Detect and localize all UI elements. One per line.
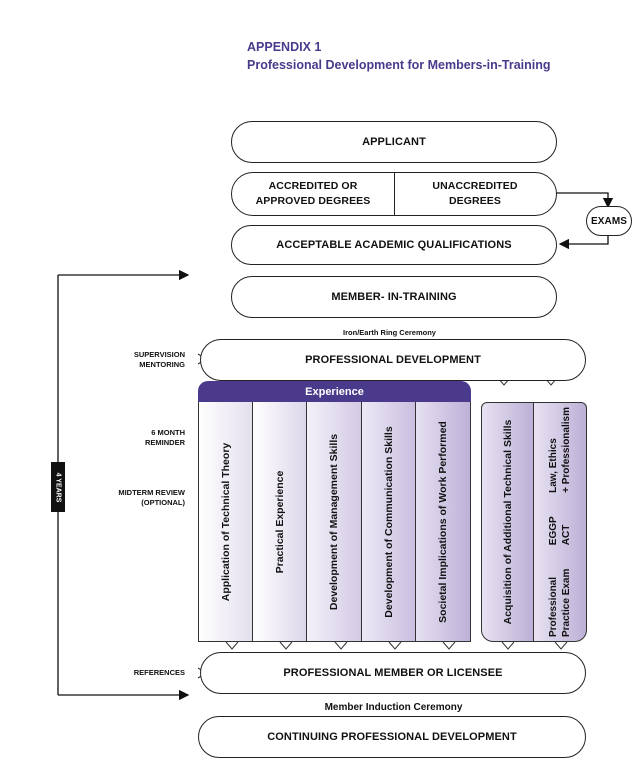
qualifications-box: ACCEPTABLE ACADEMIC QUALIFICATIONS xyxy=(231,225,557,265)
experience-column-management: Development of Management Skills xyxy=(307,402,362,642)
midterm-review-label: MIDTERM REVIEW (OPTIONAL) xyxy=(118,488,185,507)
column-label: Societal Implications of Work Performed xyxy=(437,420,449,623)
experience-column-communication: Development of Communication Skills xyxy=(362,402,416,642)
exam-requirements-column: Professional Practice Exam EGGP ACT Law,… xyxy=(534,402,587,642)
member-in-training-box: MEMBER- IN-TRAINING xyxy=(231,276,557,318)
column-label: Practical Experience xyxy=(273,470,286,573)
experience-column-societal: Societal Implications of Work Performed xyxy=(416,402,471,642)
professional-member-box: PROFESSIONAL MEMBER OR LICENSEE xyxy=(200,652,586,694)
continuing-development-box: CONTINUING PROFESSIONAL DEVELOPMENT xyxy=(198,716,586,758)
experience-column-practical: Practical Experience xyxy=(253,402,307,642)
page-title: Professional Development for Members-in-… xyxy=(247,58,551,72)
exams-box: EXAMS xyxy=(586,206,632,236)
professional-development-box: PROFESSIONAL DEVELOPMENT xyxy=(200,339,586,381)
practice-exam-label: Professional Practice Exam xyxy=(548,568,572,637)
column-label: Application of Technical Theory xyxy=(219,442,232,601)
ring-ceremony-label: Iron/Earth Ring Ceremony xyxy=(343,328,436,337)
eggp-act-label: EGGP ACT xyxy=(548,516,572,546)
six-month-reminder-label: 6 MONTH REMINDER xyxy=(144,428,185,447)
accredited-degrees: ACCREDITED OR APPROVED DEGREES xyxy=(232,173,395,215)
degrees-box: ACCREDITED OR APPROVED DEGREES UNACCREDI… xyxy=(231,172,557,216)
column-label: Acquisition of Additional Technical Skil… xyxy=(501,419,514,625)
applicant-box: APPLICANT xyxy=(231,121,557,163)
references-label: REFERENCES xyxy=(133,668,185,677)
experience-header: Experience xyxy=(198,381,471,403)
law-ethics-label: Law, Ethics + Professionalism xyxy=(548,407,572,493)
four-years-badge: 4 YEARS xyxy=(51,462,65,512)
supervision-mentoring-label: SUPERVISION MENTORING xyxy=(133,350,185,369)
column-label: Development of Management Skills xyxy=(328,433,340,610)
additional-technical-skills-column: Acquisition of Additional Technical Skil… xyxy=(481,402,534,642)
column-label: Development of Communication Skills xyxy=(382,425,395,618)
unaccredited-degrees: UNACCREDITED DEGREES xyxy=(432,180,518,207)
four-years-label: 4 YEARS xyxy=(54,472,62,502)
exam-requirements-labels: Professional Practice Exam EGGP ACT Law,… xyxy=(540,407,580,637)
appendix-label: APPENDIX 1 xyxy=(247,40,322,54)
induction-ceremony-label: Member Induction Ceremony xyxy=(324,702,463,713)
experience-column-technical-theory: Application of Technical Theory xyxy=(198,402,253,642)
